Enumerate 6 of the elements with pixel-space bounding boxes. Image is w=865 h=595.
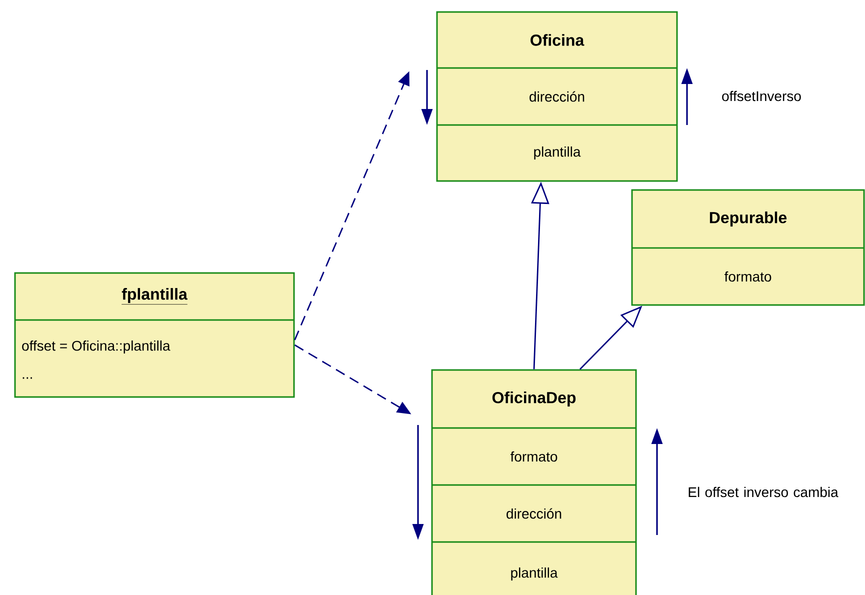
note-text: El offset inverso cambia xyxy=(688,486,838,498)
class-box: OficinaDep formato dirección plantilla xyxy=(431,369,637,595)
class-box: fplantilla offset = Oficina::plantilla ... xyxy=(14,272,295,398)
note-text: offsetInverso xyxy=(722,90,801,102)
class-box: Depurable formato xyxy=(631,189,865,306)
class-box: Oficina dirección plantilla xyxy=(436,11,678,182)
